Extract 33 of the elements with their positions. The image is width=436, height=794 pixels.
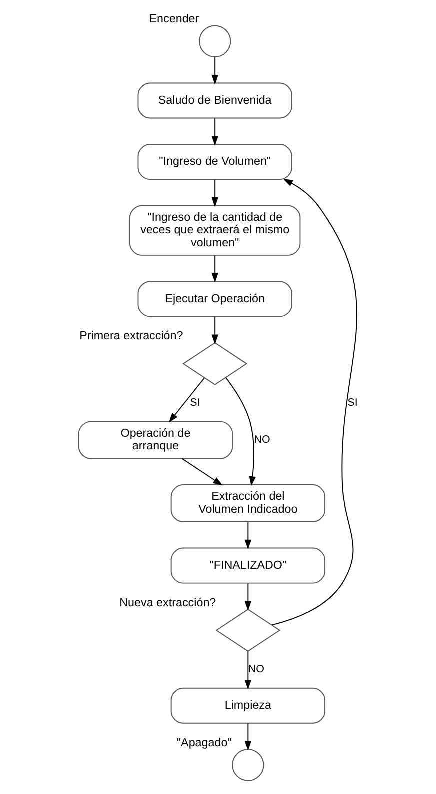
arrow — [211, 56, 218, 85]
arrow — [270, 178, 358, 626]
arrow — [244, 651, 252, 690]
arrow — [211, 316, 218, 344]
node-circle — [198, 25, 231, 58]
arrow — [225, 377, 256, 486]
node-label: Primera extracción? — [79, 330, 183, 343]
arrow — [211, 255, 218, 283]
node-label: Nueva extracción? — [119, 596, 216, 610]
arrow — [244, 722, 252, 751]
edge-label: NO — [254, 434, 270, 446]
arrow — [168, 378, 204, 423]
node-box: Ejecutar Operación — [137, 281, 292, 318]
node-box: "Ingreso de la cantidad de veces que extraerá el mismo volumen" — [128, 205, 300, 256]
node-box: "Ingreso de Volumen" — [137, 144, 292, 180]
node-label: "Apagado" — [176, 736, 232, 750]
arrow — [181, 458, 222, 486]
edge-label: NO — [248, 664, 264, 676]
node-box: Extracción del Volumen Indicadoo — [170, 484, 326, 522]
node-box: Operación de arranque — [78, 421, 233, 460]
node-box: Saludo de Bienvenida — [137, 82, 292, 119]
node-box: "FINALIZADO" — [170, 548, 326, 584]
arrow — [211, 118, 218, 146]
node-circle — [232, 749, 264, 782]
node-box: Limpieza — [170, 688, 326, 724]
arrow — [211, 179, 218, 208]
node-diamond — [182, 342, 248, 386]
edge-label: SI — [347, 397, 358, 410]
arrow — [244, 583, 252, 612]
arrow — [244, 522, 252, 550]
node-diamond — [215, 609, 280, 652]
edge-label: SI — [190, 397, 200, 410]
node-label: Encender — [148, 12, 199, 26]
